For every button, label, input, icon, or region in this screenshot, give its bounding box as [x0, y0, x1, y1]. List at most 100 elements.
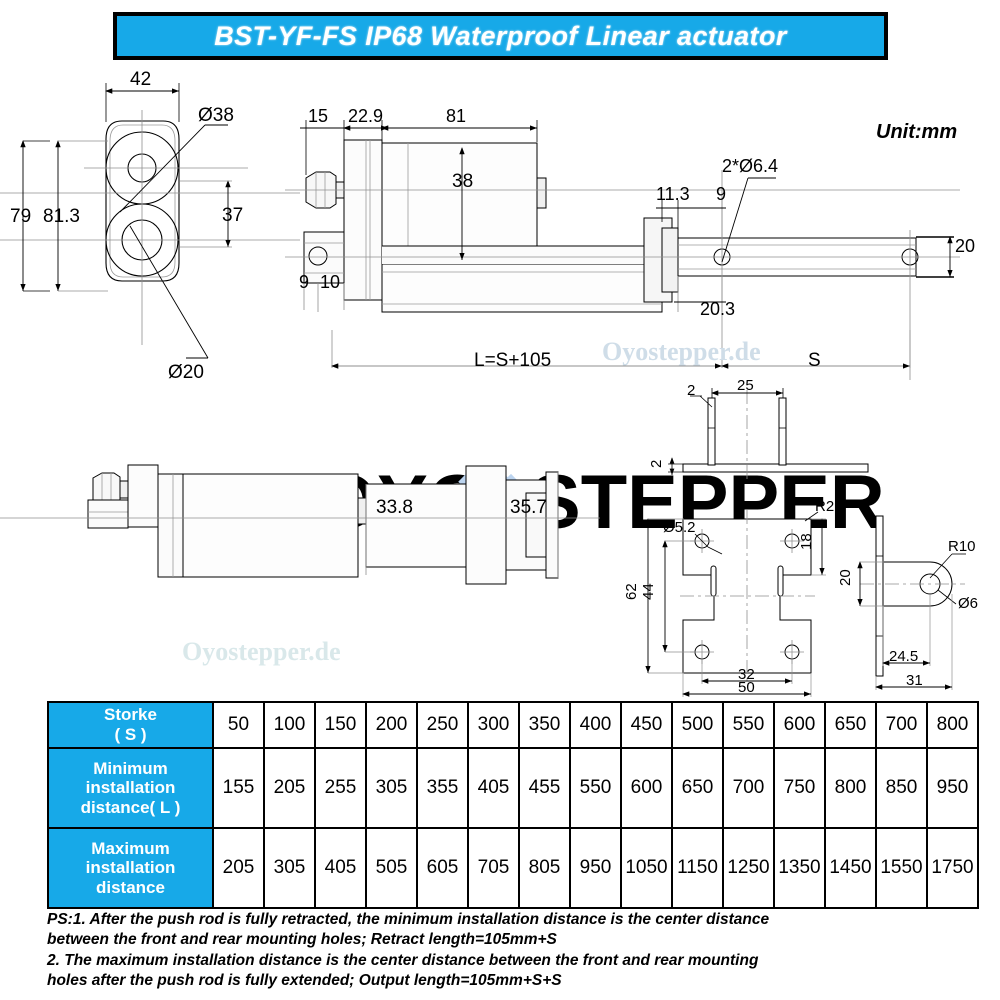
cell: 255 — [314, 747, 367, 829]
note-line-1: PS:1. After the push rod is fully retrac… — [47, 911, 770, 928]
dim-d5-2: Ø5.2 — [663, 519, 696, 536]
ps-notes: PS:1. After the push rod is fully retrac… — [47, 910, 977, 992]
cell: 405 — [467, 747, 520, 829]
view-rear-mount-front: 42 79 81.3 37 Ø38 Ø20 — [0, 69, 300, 383]
note-line-2: between the front and rear mounting hole… — [47, 931, 557, 949]
dim-50: 50 — [738, 679, 755, 696]
row-header-maximum-installation-distance: Maximum installation distance — [47, 827, 214, 909]
view-actuator-outline: 33.8 35.7 — [0, 464, 600, 585]
dim-32: 32 — [738, 666, 755, 683]
dim-42: 42 — [130, 69, 151, 90]
dim-15: 15 — [308, 106, 328, 126]
cell: 950 — [926, 747, 979, 829]
dim-35-7: 35.7 — [510, 497, 547, 518]
row-header-line: ( S ) — [114, 725, 147, 744]
view-bracket-top: 25 2 2 — [648, 377, 869, 480]
dim-44: 44 — [640, 583, 657, 600]
cell: 1250 — [722, 827, 775, 909]
row-header-line: Maximum — [91, 838, 170, 858]
dim-2-top: 2 — [687, 382, 695, 399]
cell: 1750 — [926, 827, 979, 909]
cell: 405 — [314, 827, 367, 909]
cell: 550 — [722, 701, 775, 749]
table-row: Storke ( S ) 50 100 150 200 250 300 350 … — [47, 701, 979, 749]
dim-d6: Ø6 — [958, 595, 978, 612]
dim-79: 79 — [10, 206, 31, 227]
dim-20-bracket: 20 — [837, 569, 854, 586]
cell: 800 — [824, 747, 877, 829]
cell: 450 — [620, 701, 673, 749]
unit-label: Unit:mm — [876, 121, 958, 143]
dim-S: S — [808, 350, 821, 371]
dim-d20: Ø20 — [168, 362, 204, 383]
cell: 500 — [671, 701, 724, 749]
cell: 50 — [212, 701, 265, 749]
row-header-line: Minimum — [93, 758, 168, 778]
dim-37: 37 — [222, 205, 243, 226]
cell: 850 — [875, 747, 928, 829]
cell: 805 — [518, 827, 571, 909]
dim-L: L=S+105 — [474, 350, 551, 371]
cell: 200 — [365, 701, 418, 749]
row-header-minimum-installation-distance: Minimum installation distance( L ) — [47, 747, 214, 829]
cell: 1150 — [671, 827, 724, 909]
cell: 550 — [569, 747, 622, 829]
row-header-line: distance — [96, 877, 165, 897]
row-header-line: Storke — [104, 705, 157, 725]
cell: 700 — [875, 701, 928, 749]
dim-22-9: 22.9 — [348, 106, 383, 126]
cell: 250 — [416, 701, 469, 749]
cell: 705 — [467, 827, 520, 909]
row-header-stroke: Storke ( S ) — [47, 701, 214, 749]
note-line-4: holes after the push rod is fully extend… — [47, 972, 562, 990]
dim-38: 38 — [452, 171, 473, 192]
table-row: Maximum installation distance 205 305 40… — [47, 827, 979, 909]
view-bracket-side: R10 Ø6 20 24.5 31 — [837, 515, 978, 690]
note-line-3: 2. The maximum installation distance is … — [47, 951, 759, 969]
dim-2-left: 2 — [648, 460, 665, 468]
cell: 605 — [416, 827, 469, 909]
dim-d38: Ø38 — [198, 105, 234, 126]
dim-9-right: 9 — [716, 184, 726, 204]
row-header-line: installation — [85, 778, 176, 798]
dim-2x-d6-4: 2*Ø6.4 — [722, 156, 778, 176]
dim-81: 81 — [446, 106, 466, 126]
cell: 350 — [518, 701, 571, 749]
view-bracket-front: R2 Ø5.2 18 62 44 32 50 — [623, 498, 834, 697]
cell: 205 — [263, 747, 316, 829]
cell: 800 — [926, 701, 979, 749]
page-title: BST-YF-FS IP68 Waterproof Linear actuato… — [214, 20, 787, 51]
dim-31: 31 — [906, 672, 923, 689]
cell: 600 — [620, 747, 673, 829]
cell: 150 — [314, 701, 367, 749]
cell: 300 — [467, 701, 520, 749]
dim-20-3: 20.3 — [700, 299, 735, 319]
dim-9-left: 9 — [299, 272, 309, 292]
cell: 1050 — [620, 827, 673, 909]
cell: 305 — [263, 827, 316, 909]
cell: 1550 — [875, 827, 928, 909]
cell: 750 — [773, 747, 826, 829]
cell: 600 — [773, 701, 826, 749]
title-banner: BST-YF-FS IP68 Waterproof Linear actuato… — [113, 12, 888, 60]
cell: 455 — [518, 747, 571, 829]
cell: 700 — [722, 747, 775, 829]
dim-62: 62 — [623, 583, 640, 600]
cell: 155 — [212, 747, 265, 829]
table-row: Minimum installation distance( L ) 155 2… — [47, 747, 979, 829]
cell: 650 — [824, 701, 877, 749]
dim-R10: R10 — [948, 538, 976, 555]
cell: 1350 — [773, 827, 826, 909]
cell: 1450 — [824, 827, 877, 909]
cell: 100 — [263, 701, 316, 749]
dim-11-3: 11.3 — [656, 184, 690, 204]
cell: 305 — [365, 747, 418, 829]
dim-R2: R2 — [815, 498, 834, 515]
dim-24-5: 24.5 — [889, 648, 918, 665]
cell: 505 — [365, 827, 418, 909]
cell: 205 — [212, 827, 265, 909]
cell: 950 — [569, 827, 622, 909]
specification-table: Storke ( S ) 50 100 150 200 250 300 350 … — [47, 701, 979, 909]
row-header-line: distance( L ) — [80, 797, 181, 817]
dim-10: 10 — [320, 272, 340, 292]
